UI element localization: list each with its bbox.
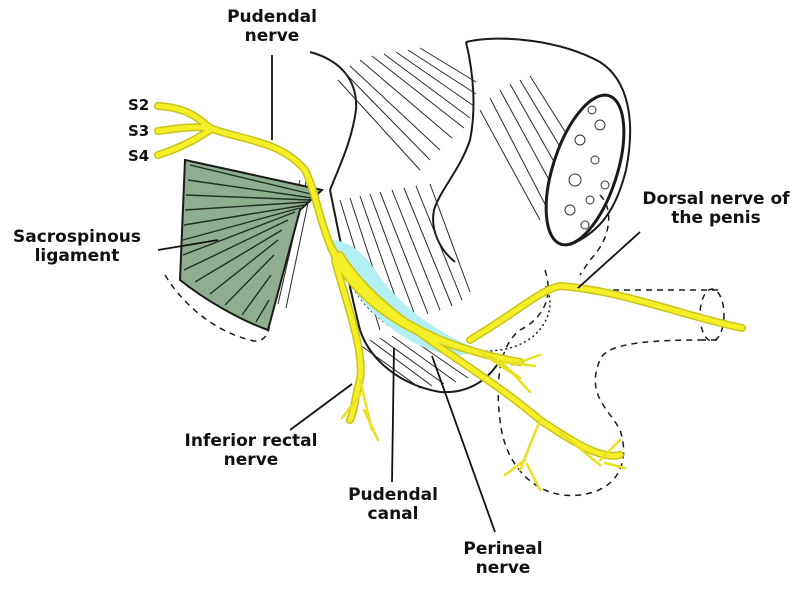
leader-lines (157, 55, 641, 533)
label-pudendal-nerve: Pudendal nerve (227, 7, 317, 46)
label-pudendal-canal: Pudendal canal (348, 485, 438, 524)
nerve-branches (154, 102, 746, 492)
label-perineal-nerve: Perineal nerve (463, 539, 543, 578)
label-sacrospinous-ligament: Sacrospinous ligament (13, 227, 141, 266)
pudendal-canal-shape (330, 240, 475, 356)
label-s4: S4 (128, 147, 150, 165)
label-inferior-rectal-nerve: Inferior rectal nerve (184, 431, 318, 470)
pelvic-outline (309, 37, 632, 394)
pubic-bone-section (544, 93, 626, 247)
label-s3: S3 (128, 122, 150, 140)
sacrospinous-ligament-shape (178, 158, 325, 332)
label-dorsal-nerve: Dorsal nerve of the penis (642, 189, 790, 228)
label-s2: S2 (128, 96, 150, 114)
